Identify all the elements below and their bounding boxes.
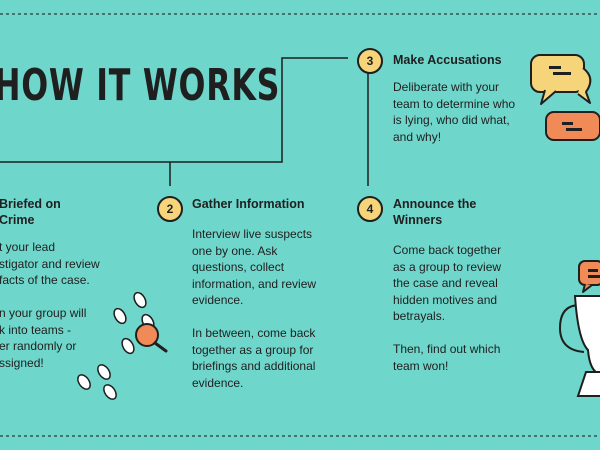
- step-2-body: Interview live suspects one by one. Ask …: [192, 227, 317, 390]
- step-1-title-line-1: Briefed on: [0, 197, 61, 211]
- step-3-body: Deliberate with your team to determine w…: [393, 80, 516, 144]
- step-4-badge: 4: [357, 196, 383, 222]
- step-4-title: Announce the Winners: [393, 196, 476, 228]
- step-4-title-line-1: Announce the: [393, 197, 477, 211]
- step-2-title: Gather Information: [192, 197, 305, 211]
- step-2-badge: 2: [157, 196, 183, 222]
- step-1-title-line-2: Crime: [0, 213, 35, 227]
- step-3-title: Make Accusations: [393, 53, 502, 67]
- step-4-title-line-2: Winners: [393, 213, 443, 227]
- step-3-badge: 3: [357, 48, 383, 74]
- step-1-body: t your lead stigator and review facts of…: [0, 240, 100, 370]
- step-4-body: Come back together as a group to review …: [393, 243, 502, 373]
- page-title: HOW IT WORKS: [0, 60, 281, 111]
- step-1-title: Briefed on Crime: [0, 196, 61, 228]
